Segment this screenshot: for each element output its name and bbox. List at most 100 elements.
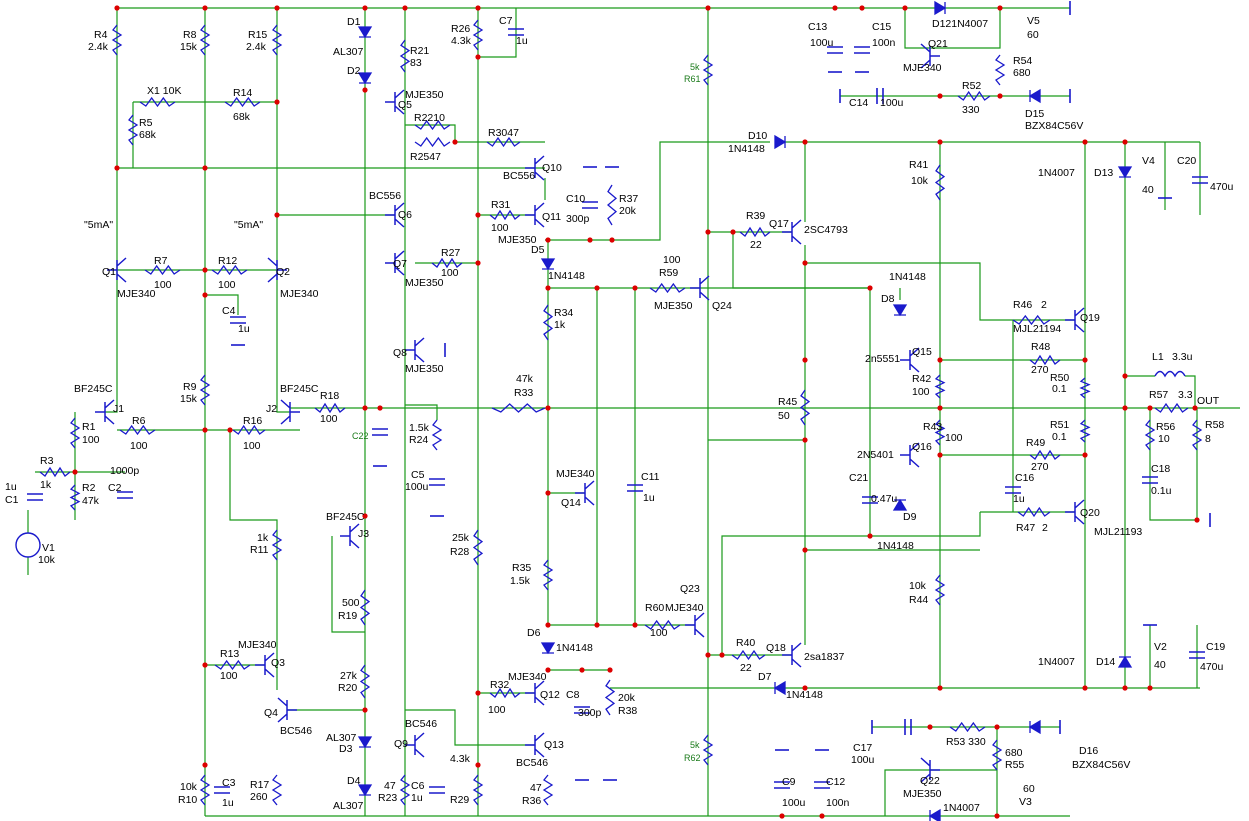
junction-node	[937, 139, 943, 145]
transistor-Q6	[385, 202, 405, 228]
label-R29-value: 4.3k	[450, 753, 471, 765]
resistor-R31	[489, 209, 521, 221]
junction-node	[937, 405, 943, 411]
resistor-R45	[799, 389, 811, 426]
label-R4: R4	[94, 29, 108, 41]
resistor-R62	[702, 734, 714, 766]
diode-D12	[934, 0, 947, 16]
resistor-R30	[486, 136, 521, 148]
wire	[884, 769, 997, 816]
label-R28: R28	[450, 546, 469, 558]
resistor-R9	[199, 374, 211, 406]
label-5ma-left: "5mA"	[84, 219, 113, 231]
label-C19-value: 470u	[1200, 661, 1224, 673]
label-R5-value: 68k	[139, 129, 157, 141]
label-X1: X1 10K	[147, 85, 181, 97]
transistor-Q13	[525, 732, 545, 758]
wire	[331, 536, 365, 633]
diode-D6	[540, 642, 556, 655]
label-R32: R32	[490, 679, 509, 691]
junction-node	[802, 437, 808, 443]
capacitor-C11	[627, 484, 643, 492]
label-C16-value: 1u	[1013, 493, 1025, 505]
junction-node	[545, 237, 551, 243]
label-R2: R2	[82, 482, 96, 494]
label-R46: R46	[1013, 299, 1032, 311]
resistor-R49	[1029, 449, 1061, 461]
junction-node	[927, 724, 933, 730]
label-J1: J1	[113, 403, 124, 415]
label-R17: R17	[250, 779, 269, 791]
label-5ma-right: "5mA"	[234, 219, 263, 231]
junction-node	[937, 93, 943, 99]
label-R17-value: 260	[250, 791, 268, 803]
junction-node	[114, 165, 120, 171]
label-Q20: Q20	[1080, 507, 1100, 519]
label-Q18-model: 2sa1837	[804, 651, 844, 663]
label-Q12-model: MJE340	[508, 671, 547, 683]
wires	[27, 7, 1240, 817]
junction-node	[545, 622, 551, 628]
label-V4-value: 40	[1142, 184, 1154, 196]
junction-node	[545, 667, 551, 673]
label-Q24: Q24	[712, 300, 732, 312]
label-Q15-model: 2n5551	[865, 353, 900, 365]
wire	[105, 400, 118, 413]
junction-node	[475, 690, 481, 696]
resistor-R56	[1144, 419, 1156, 451]
label-R4-value: 2.4k	[88, 41, 109, 53]
resistor-R10	[199, 774, 211, 806]
label-C7: C7	[499, 15, 513, 27]
wire	[904, 8, 1001, 49]
label-C10-value: 300p	[566, 213, 590, 225]
transistor-Q15	[900, 347, 920, 373]
label-R61: R61	[684, 74, 701, 84]
label-L1: L1	[1152, 351, 1164, 363]
label-R5: R5	[139, 117, 153, 129]
label-R24: R24	[409, 434, 428, 446]
label-R51-value: 0.1	[1052, 431, 1067, 443]
jfet-J2	[280, 399, 300, 425]
label-V2-value: 40	[1154, 659, 1166, 671]
label-R22: R2210	[414, 112, 445, 124]
junction-node	[362, 513, 368, 519]
junction-nodes	[72, 5, 1200, 819]
label-D9: D9	[903, 511, 917, 523]
label-R45-value: 50	[778, 410, 790, 422]
label-J3-model: BF245C	[326, 511, 365, 523]
label-Q7-model: MJE350	[405, 277, 444, 289]
label-D2: D2	[347, 65, 361, 77]
junction-node	[802, 547, 808, 553]
junction-node	[994, 813, 1000, 819]
capacitor-C16	[1005, 486, 1021, 494]
transistor-Q5	[385, 89, 405, 115]
capacitor-C3	[214, 786, 230, 794]
label-J2: J2	[266, 403, 277, 415]
label-Q14: Q14	[561, 497, 581, 509]
junction-node	[362, 405, 368, 411]
label-C19: C19	[1206, 641, 1225, 653]
transistor-Q22	[920, 757, 940, 783]
label-R38-value: 20k	[618, 692, 636, 704]
label-R50: R50	[1050, 372, 1069, 384]
junction-node	[1147, 685, 1153, 691]
label-R16: R16	[243, 415, 262, 427]
label-Q17: Q17	[769, 218, 789, 230]
label-R55: R55	[1005, 759, 1024, 771]
label-R34: R34	[554, 307, 573, 319]
junction-node	[475, 762, 481, 768]
label-V3: V3	[1019, 796, 1032, 808]
junction-node	[545, 490, 551, 496]
resistor-R14	[224, 96, 261, 108]
jfet-J1	[95, 399, 115, 425]
transistor-Q3	[255, 652, 275, 678]
label-R42: R42	[912, 373, 931, 385]
label-R13: R13	[220, 648, 239, 660]
resistor-R48	[1029, 354, 1061, 366]
label-Q5: Q5	[398, 99, 412, 111]
label-R40: R40	[736, 637, 755, 649]
label-R1-value: 100	[82, 434, 100, 446]
label-Q4: Q4	[264, 707, 278, 719]
resistor-R4	[111, 24, 123, 56]
label-C15-value: 100n	[872, 37, 896, 49]
